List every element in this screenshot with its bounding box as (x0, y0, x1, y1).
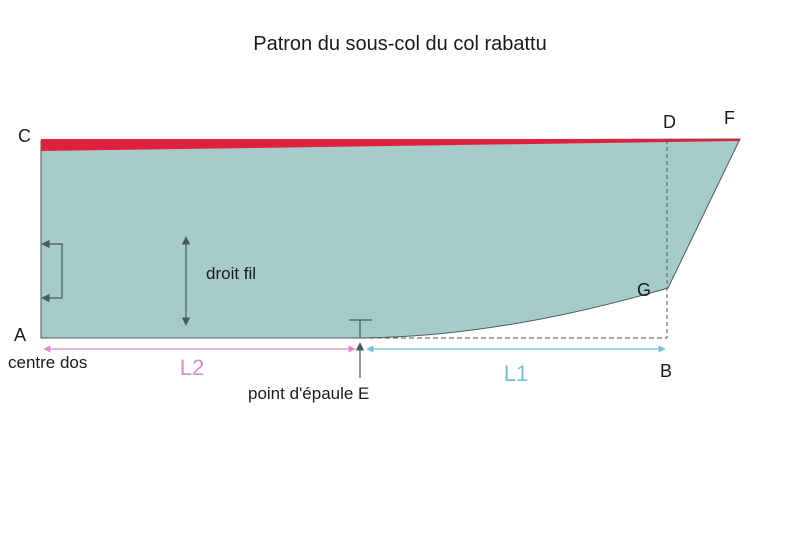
point-F-label: F (724, 108, 735, 128)
dimension-L2-label: L2 (180, 355, 204, 380)
point-G-label: G (637, 280, 651, 300)
point-D-label: D (663, 112, 676, 132)
collar-shape (40, 138, 741, 339)
collar-top-edge (41, 139, 740, 151)
fold-bracket (41, 239, 63, 303)
point-A-label: A (14, 325, 26, 345)
grain-label: droit fil (206, 264, 256, 283)
dimension-L1-label: L1 (504, 361, 528, 386)
diagram-title: Patron du sous-col du col rabattu (253, 33, 547, 55)
center-back-label: centre dos (8, 353, 87, 372)
point-B-label: B (660, 361, 672, 381)
point-C-label: C (18, 126, 31, 146)
shoulder-point-label: point d'épaule E (248, 384, 369, 403)
